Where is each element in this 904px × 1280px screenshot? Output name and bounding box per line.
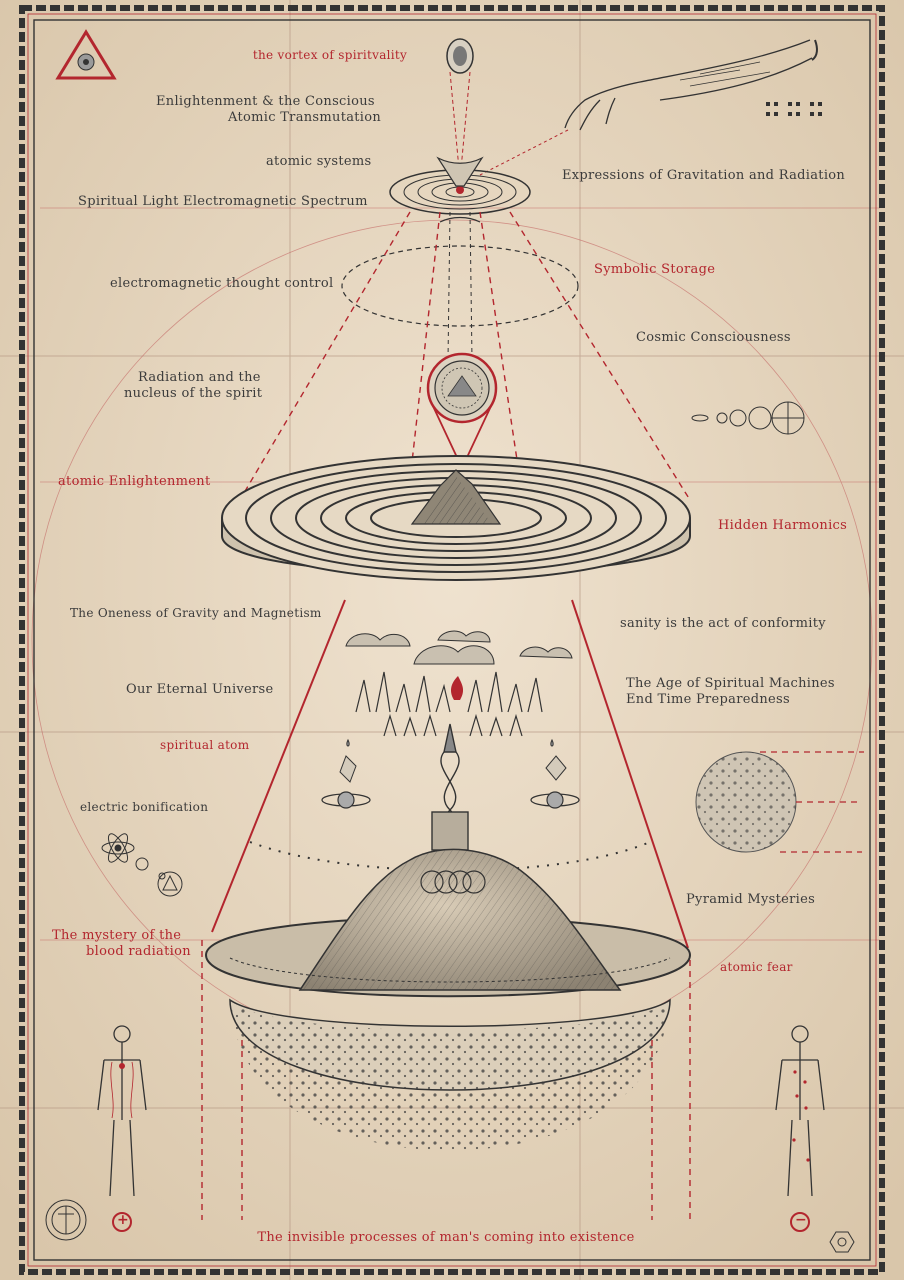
inner-border bbox=[33, 19, 871, 1261]
planet-left-icon bbox=[321, 791, 371, 809]
label-cosmic-consciousness: Cosmic Consciousness bbox=[636, 330, 791, 345]
label-symbolic-storage: Symbolic Storage bbox=[594, 262, 716, 277]
label-expressions: Expressions of Gravitation and Radiation bbox=[562, 168, 846, 183]
border-red-line bbox=[27, 13, 877, 1267]
seal-bottom-right-icon bbox=[829, 1231, 855, 1253]
label-oneness: The Oneness of Gravity and Magnetism bbox=[70, 606, 322, 620]
plus-symbol: + bbox=[117, 1212, 130, 1228]
label-atomic-fear: atomic fear bbox=[720, 960, 793, 974]
dotted-sphere-icon bbox=[695, 751, 797, 853]
spiral-tower bbox=[431, 723, 469, 851]
label-atomic-enlightenment: atomic Enlightenment bbox=[58, 474, 211, 489]
label-spiritual-atom: spiritual atom bbox=[160, 738, 250, 752]
minus-circle-icon bbox=[790, 1212, 810, 1232]
human-figure-right bbox=[775, 1025, 825, 1197]
dashed-ellipse bbox=[341, 245, 579, 327]
label-thought-control: electromagnetic thought control bbox=[110, 276, 334, 291]
label-pyramid: Pyramid Mysteries bbox=[686, 892, 816, 907]
label-hidden-harmonics: Hidden Harmonics bbox=[718, 518, 848, 533]
label-radiation-1: Radiation and the bbox=[138, 370, 261, 385]
seal-bottom-left-icon bbox=[45, 1199, 87, 1241]
label-atomic-systems: atomic systems bbox=[266, 154, 372, 169]
mound-island bbox=[204, 848, 692, 1151]
medallion-icon bbox=[426, 352, 498, 471]
label-electric: electric bonification bbox=[80, 800, 209, 814]
label-sanity: sanity is the act of conformity bbox=[620, 616, 826, 631]
planet-right-icon bbox=[530, 791, 580, 809]
clouds-illustration bbox=[345, 630, 573, 665]
label-radiation-2: nucleus of the spirit bbox=[124, 386, 263, 401]
atomic-vortex-disc bbox=[389, 156, 531, 223]
plus-circle-icon bbox=[112, 1212, 132, 1232]
atom-chain-icon bbox=[101, 833, 183, 897]
red-flame-icon bbox=[451, 676, 464, 700]
label-age-1: The Age of Spiritual Machines bbox=[626, 676, 835, 691]
vortex-eye-icon bbox=[446, 38, 474, 74]
label-blood-2: blood radiation bbox=[86, 944, 191, 959]
label-enlightenment-1: Enlightenment & the Conscious bbox=[156, 94, 375, 109]
outer-border bbox=[19, 5, 885, 1275]
dotted-arc bbox=[249, 841, 651, 872]
label-enlightenment-2: Atomic Transmutation bbox=[228, 110, 382, 125]
dot-glyphs bbox=[766, 102, 822, 116]
label-eternal-universe: Our Eternal Universe bbox=[126, 682, 274, 697]
flames-row bbox=[355, 671, 543, 737]
circles-chain-icon bbox=[691, 401, 805, 435]
label-spiritual-light: Spiritual Light Electromagnetic Spectrum bbox=[78, 194, 368, 209]
hand-illustration bbox=[564, 39, 818, 131]
triangle-eye-icon bbox=[55, 29, 117, 80]
human-figure-left bbox=[97, 1025, 147, 1197]
atomic-enlightenment-disc bbox=[221, 455, 691, 581]
label-blood-1: The mystery of the bbox=[52, 928, 182, 943]
label-bottom-caption: The invisible processes of man's coming … bbox=[257, 1230, 635, 1245]
label-age-2: End Time Preparedness bbox=[626, 692, 790, 707]
label-vortex: the vortex of spiritvality bbox=[252, 48, 408, 62]
minus-symbol: − bbox=[795, 1212, 808, 1228]
drops-and-crystals bbox=[339, 738, 567, 783]
